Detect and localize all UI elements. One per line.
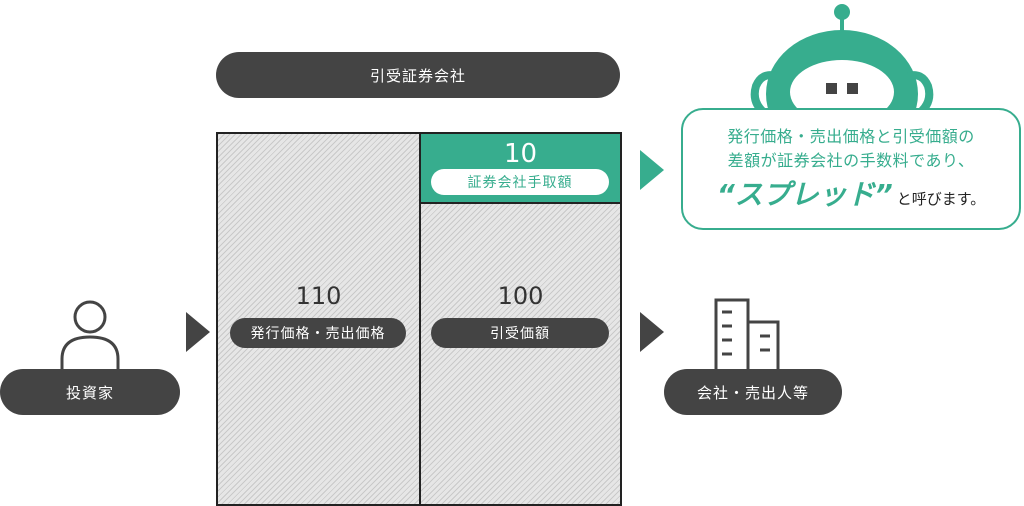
bubble-line-2: 差額が証券会社の手数料であり、 — [727, 151, 975, 170]
arrow-right-icon — [186, 312, 210, 352]
fee-pill: 証券会社手取額 — [431, 169, 609, 195]
fee-label: 証券会社手取額 — [467, 175, 573, 191]
spread-tail: と呼びます。 — [896, 190, 986, 208]
building-icon — [712, 298, 784, 373]
issue-price-pill: 発行価格・売出価格 — [230, 318, 406, 348]
company-label: 会社・売出人等 — [696, 383, 809, 402]
bubble-line-3: “スプレッド” と呼びます。 — [683, 173, 1019, 213]
investor-pill: 投資家 — [0, 369, 180, 415]
fee-value: 10 — [503, 139, 538, 169]
issue-price-value: 110 — [295, 282, 342, 310]
explanation-bubble: 発行価格・売出価格と引受価額の 差額が証券会社の手数料であり、 “スプレッド” … — [681, 108, 1021, 230]
issue-price-label: 発行価格・売出価格 — [250, 326, 386, 342]
underwriting-price-label: 引受価額 — [490, 326, 550, 342]
robot-icon — [750, 4, 934, 118]
underwriter-label: 引受証券会社 — [369, 66, 466, 85]
arrow-right-accent-icon — [640, 150, 664, 190]
person-icon — [60, 300, 120, 375]
arrow-right-icon — [640, 312, 664, 352]
spread-term: “スプレッド” — [716, 178, 893, 211]
underwriting-price-value: 100 — [497, 282, 544, 310]
bubble-line-1: 発行価格・売出価格と引受価額の — [727, 127, 975, 146]
underwriting-price-pill: 引受価額 — [431, 318, 609, 348]
investor-label: 投資家 — [65, 383, 114, 402]
company-pill: 会社・売出人等 — [664, 369, 842, 415]
underwriter-pill: 引受証券会社 — [216, 52, 620, 98]
